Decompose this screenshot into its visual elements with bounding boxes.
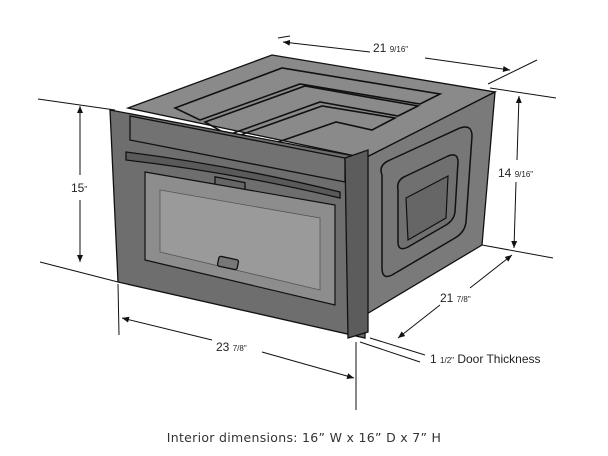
interior-dimensions-caption: Interior dimensions: 16” W x 16” D x 7” …: [166, 430, 442, 445]
oven-drawing: [109, 54, 498, 339]
front-height-label: 15": [71, 181, 87, 195]
door-latch: [216, 255, 240, 271]
front-width-label: 23 7/8": [216, 340, 247, 354]
top-depth-label: 21 9/16": [373, 41, 408, 55]
door-handle: [125, 151, 341, 199]
side-height-label: 14 9/16": [498, 166, 533, 180]
door-thickness-label: 1 1/2" Door Thickness: [430, 352, 541, 366]
dimension-lines: [37, 35, 557, 410]
door-edge: [344, 149, 369, 339]
side-depth-label: 21 7/8": [440, 291, 471, 305]
